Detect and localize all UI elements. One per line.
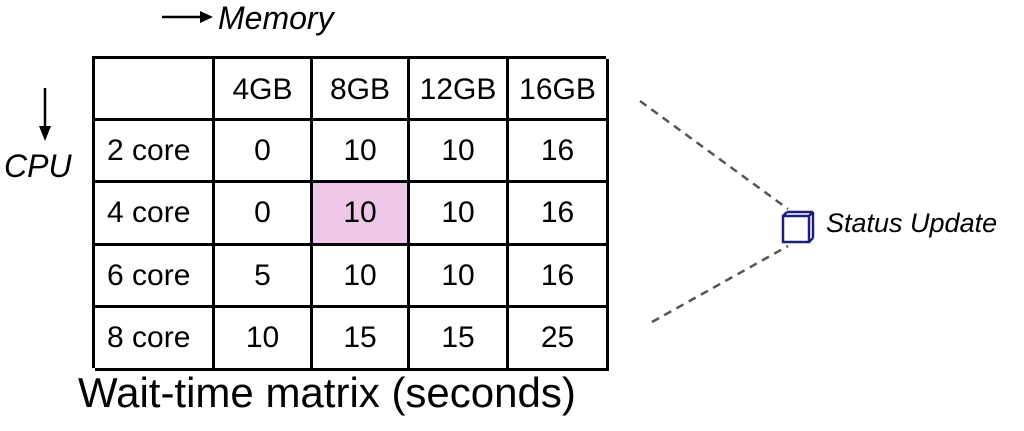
row-header: 8 core: [95, 308, 215, 371]
corner-cell: [95, 59, 215, 121]
matrix-cell: 10: [410, 246, 509, 308]
matrix-cell: 10: [313, 121, 410, 183]
highlighted-matrix-cell: 10: [313, 183, 410, 246]
matrix-cell: 10: [313, 246, 410, 308]
matrix-cell: 10: [410, 121, 509, 183]
matrix-cell: 25: [509, 308, 609, 371]
cpu-axis-label: CPU: [4, 148, 72, 184]
column-header: 8GB: [313, 59, 410, 121]
row-header: 2 core: [95, 121, 215, 183]
matrix-cell: 10: [410, 183, 509, 246]
matrix-cell: 16: [509, 246, 609, 308]
memory-axis-label: Memory: [218, 0, 334, 36]
lower-dashed-connector: [651, 244, 789, 324]
matrix-caption: Wait-time matrix (seconds): [78, 369, 576, 416]
matrix-cell: 10: [215, 308, 313, 371]
upper-dashed-connector: [639, 99, 789, 211]
column-header: 4GB: [215, 59, 313, 121]
matrix-cell: 0: [215, 121, 313, 183]
row-header: 6 core: [95, 246, 215, 308]
status-update-label: Status Update: [826, 208, 998, 238]
matrix-cell: 0: [215, 183, 313, 246]
right-arrow-icon: [162, 11, 213, 23]
column-header: 12GB: [410, 59, 509, 121]
wait-time-matrix: 4GB 8GB 12GB 16GB 2 core 0 10 10 16 4 co…: [92, 56, 609, 371]
matrix-cell: 16: [509, 183, 609, 246]
column-header: 16GB: [509, 59, 609, 121]
cube-icon: [781, 210, 815, 244]
matrix-cell: 16: [509, 121, 609, 183]
matrix-cell: 15: [410, 308, 509, 371]
matrix-cell: 15: [313, 308, 410, 371]
row-header: 4 core: [95, 183, 215, 246]
down-arrow-icon: [39, 88, 51, 141]
matrix-cell: 5: [215, 246, 313, 308]
